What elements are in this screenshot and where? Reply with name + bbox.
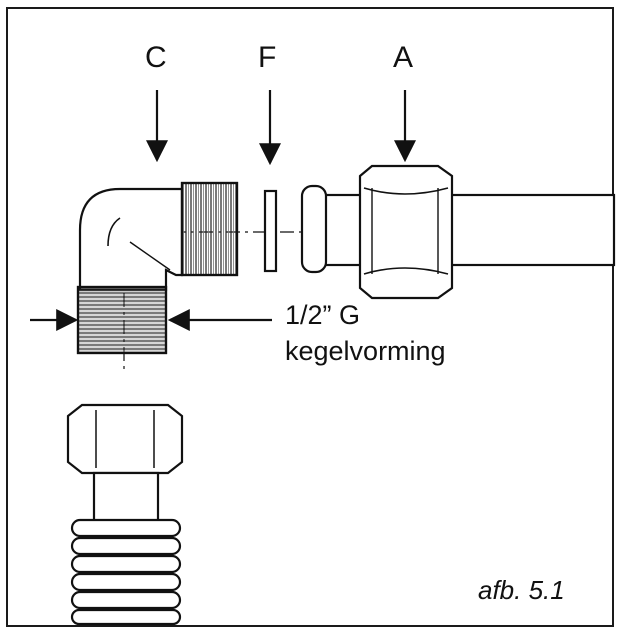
figure-frame (6, 7, 614, 627)
arrows (30, 90, 416, 331)
pipe-ferrule (300, 184, 328, 274)
elbow-fitting-c (76, 181, 239, 355)
thread-size-label: 1/2” G (285, 300, 361, 330)
hose-nut (66, 403, 184, 475)
elbow-outer-thread (180, 181, 239, 277)
elbow-tapered-thread (76, 285, 168, 355)
figure-caption: afb. 5.1 (478, 575, 565, 605)
label-c: C (145, 41, 167, 74)
label-a: A (393, 41, 414, 74)
label-f: F (258, 41, 277, 74)
nut-a (358, 164, 454, 300)
thread-type-label: kegelvorming (285, 336, 446, 366)
flexible-hose (66, 403, 184, 626)
pipe-assembly-a (300, 164, 616, 300)
washer-f (263, 189, 278, 273)
